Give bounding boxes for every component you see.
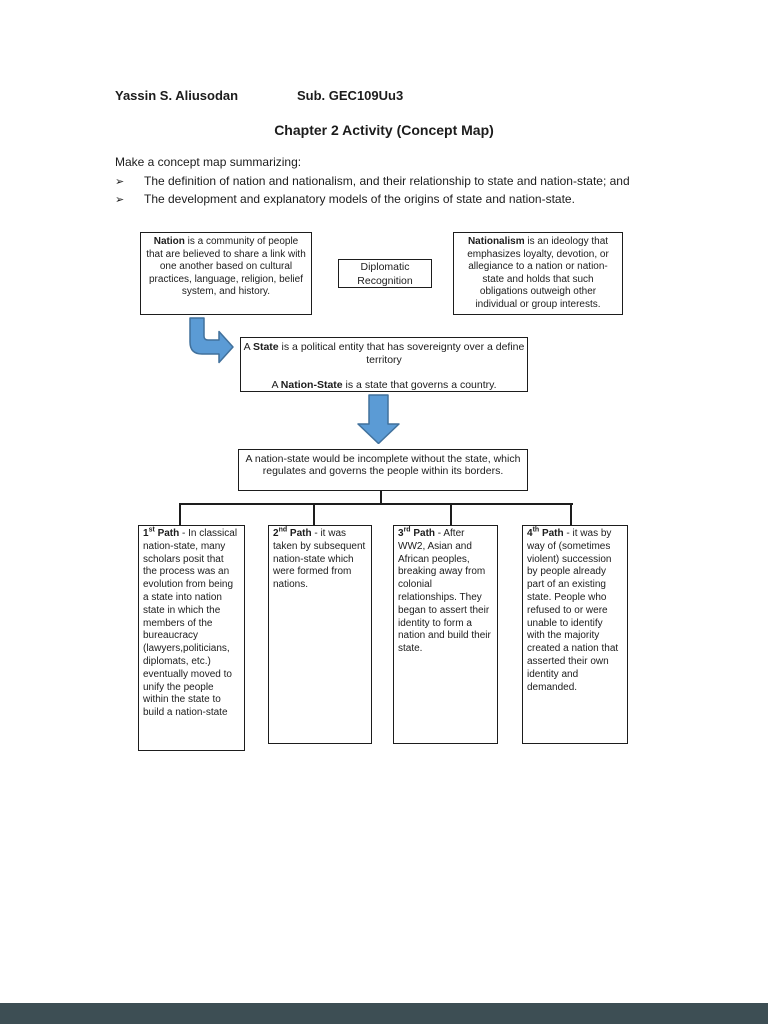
nation-term: Nation: [153, 236, 185, 247]
path-1-box: 1st Path - In classical nation-state, ma…: [138, 525, 245, 751]
nation-state-definition-line: A Nation-State is a state that governs a…: [243, 379, 525, 392]
arrow-bullet-icon: ➢: [115, 193, 125, 206]
subject-code: Sub. GEC109Uu3: [297, 88, 404, 103]
connector-line: [179, 503, 181, 525]
nationalism-definition-text: is an ideology that emphasizes loyalty, …: [467, 236, 609, 310]
path-4-text: - it was by way of (sometimes violent) s…: [527, 528, 619, 693]
elbow-arrow-shape: [189, 317, 234, 364]
nationalism-term: Nationalism: [467, 236, 525, 247]
nation-state-pre: A: [271, 379, 281, 392]
down-arrow-shape: [357, 394, 400, 444]
connector-line: [380, 491, 382, 505]
author-name: Yassin S. Aliusodan: [115, 88, 239, 103]
diplomatic-recognition-box: Diplomatic Recognition: [338, 259, 432, 288]
page-title: Chapter 2 Activity (Concept Map): [274, 122, 494, 138]
nationalism-definition-box: Nationalism is an ideology that emphasiz…: [453, 232, 623, 315]
path-2-label: 2nd Path: [273, 526, 312, 539]
bullet-item: ➢ The development and explanatory models …: [115, 192, 755, 206]
path-3-text: - After WW2, Asian and African peoples, …: [398, 528, 491, 655]
nation-definition-box: Nation is a community of people that are…: [140, 232, 312, 315]
connector-line: [570, 503, 572, 525]
intro-text: Make a concept map summarizing:: [115, 155, 302, 169]
incomplete-statement-text: A nation-state would be incomplete witho…: [245, 453, 521, 478]
elbow-arrow-icon: [189, 317, 234, 364]
path-3-label: 3rd Path: [398, 526, 436, 539]
viewer-footer-bar: [0, 1003, 768, 1024]
path-3-box: 3rd Path - After WW2, Asian and African …: [393, 525, 498, 744]
state-definition-line: A State is a political entity that has s…: [243, 341, 525, 367]
connector-line: [450, 503, 452, 525]
path-2-text: - it was taken by subsequent nation-stat…: [273, 528, 366, 591]
bullet-text: The definition of nation and nationalism…: [144, 174, 630, 188]
nation-definition-text: is a community of people that are believ…: [146, 236, 306, 297]
state-pre: A: [243, 341, 253, 353]
path-4-box: 4th Path - it was by way of (sometimes v…: [522, 525, 628, 744]
path-2-box: 2nd Path - it was taken by subsequent na…: [268, 525, 372, 744]
bullet-text: The development and explanatory models o…: [144, 192, 575, 206]
state-definition-box: A State is a political entity that has s…: [240, 337, 528, 392]
incomplete-statement-box: A nation-state would be incomplete witho…: [238, 449, 528, 491]
state-rest: is a political entity that has sovereign…: [278, 341, 525, 367]
nation-state-rest: is a state that governs a country.: [342, 379, 497, 392]
diplomatic-recognition-text: Diplomatic Recognition: [357, 261, 413, 287]
path-4-label: 4th Path: [527, 526, 564, 539]
connector-line: [313, 503, 315, 525]
path-1-label: 1st Path: [143, 526, 180, 539]
nation-state-term: Nation-State: [280, 379, 343, 392]
state-term: State: [252, 341, 279, 353]
down-arrow-icon: [357, 394, 400, 444]
path-1-text: - In classical nation-state, many schola…: [143, 528, 238, 719]
connector-line: [179, 503, 573, 505]
bullet-item: ➢ The definition of nation and nationalis…: [115, 174, 755, 188]
arrow-bullet-icon: ➢: [115, 175, 125, 188]
